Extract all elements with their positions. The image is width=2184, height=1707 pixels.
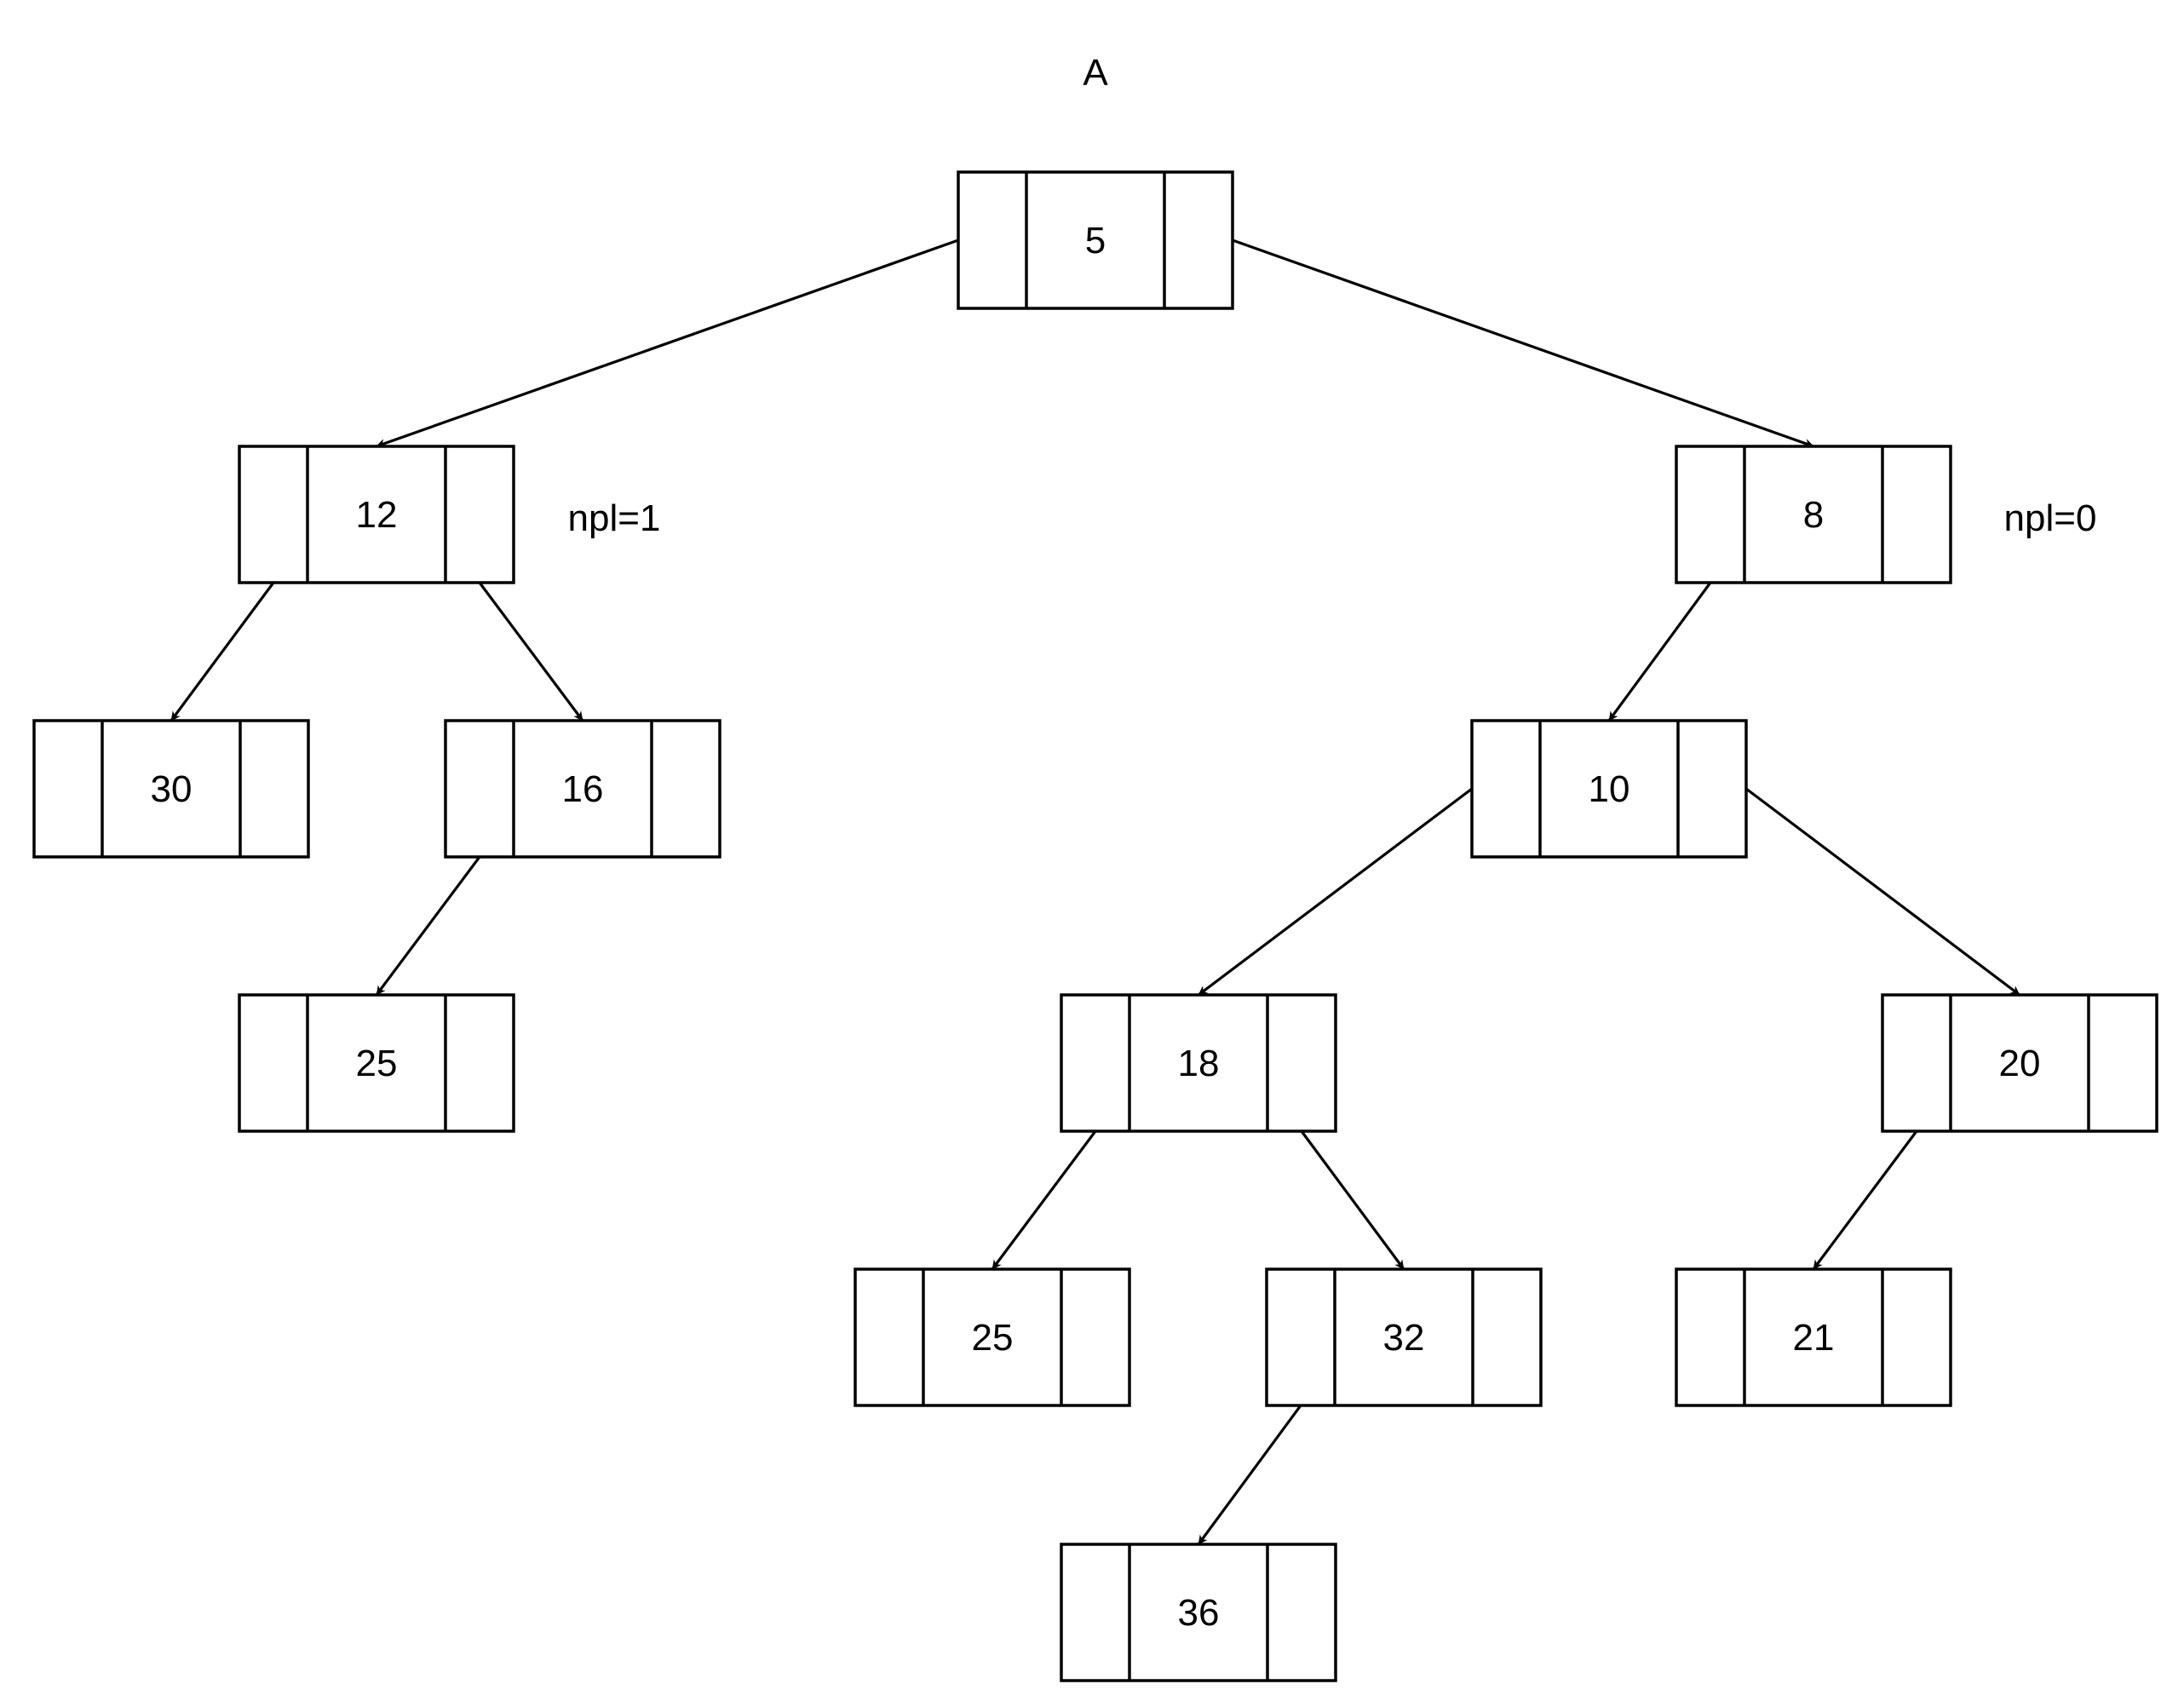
node-box	[853, 1267, 1131, 1407]
node-value: 25	[972, 1317, 1014, 1359]
node-box	[1675, 1267, 1952, 1407]
node-box	[238, 445, 515, 584]
node-box	[32, 719, 310, 859]
edge-arrow-10-to-18	[1198, 787, 1473, 997]
node-box	[957, 170, 1234, 310]
edge-arrow-10-to-20	[1745, 787, 2020, 997]
node-box	[238, 993, 515, 1133]
node-value: 5	[1085, 220, 1106, 262]
node-value: 32	[1383, 1317, 1425, 1359]
node-value: 21	[1793, 1317, 1835, 1359]
heap-node-10: 10	[1470, 719, 1748, 859]
heap-node-12: 12	[238, 445, 515, 584]
nodes-layer: 5 12 8 30 16 10 25 18 20 25 32 21 36	[32, 170, 2158, 1682]
node-value: 10	[1589, 768, 1630, 810]
node-box	[1470, 719, 1748, 859]
node-value: 36	[1178, 1592, 1220, 1634]
heap-node-25: 25	[238, 993, 515, 1133]
node-value: 25	[356, 1043, 398, 1084]
node-box	[1060, 993, 1337, 1133]
heap-node-21: 21	[1675, 1267, 1952, 1407]
edge-arrow-5-to-12	[376, 239, 959, 448]
node-box	[1265, 1267, 1543, 1407]
edge-arrow-12-to-30	[170, 582, 275, 721]
node-value: 20	[1999, 1043, 2041, 1084]
heap-node-30: 30	[32, 719, 310, 859]
node-value: 12	[356, 494, 398, 536]
heap-node-25: 25	[853, 1267, 1131, 1407]
node-box	[1060, 1543, 1337, 1682]
heap-node-18: 18	[1060, 993, 1337, 1133]
npl-annotation-right: npl=0	[2004, 497, 2097, 539]
heap-node-5: 5	[957, 170, 1234, 310]
edge-arrow-18-to-32	[1300, 1130, 1405, 1270]
edge-arrow-16-to-25	[375, 856, 481, 996]
heap-node-36: 36	[1060, 1543, 1337, 1682]
node-value: 8	[1803, 494, 1824, 536]
npl-annotation-left: npl=1	[568, 497, 661, 539]
edge-arrow-12-to-16	[478, 582, 584, 721]
node-box	[1675, 445, 1952, 584]
node-box	[444, 719, 721, 859]
edge-arrow-20-to-21	[1812, 1130, 1918, 1270]
edge-arrow-8-to-10	[1607, 582, 1712, 721]
node-value: 16	[562, 768, 604, 810]
heap-node-32: 32	[1265, 1267, 1543, 1407]
edge-arrow-18-to-25	[991, 1130, 1097, 1270]
heap-node-20: 20	[1881, 993, 2158, 1133]
node-value: 18	[1178, 1043, 1220, 1084]
edge-arrow-5-to-8	[1232, 239, 1814, 448]
edges-layer	[170, 239, 2020, 1545]
heap-node-8: 8	[1675, 445, 1952, 584]
heap-node-16: 16	[444, 719, 721, 859]
edge-arrow-32-to-36	[1197, 1405, 1302, 1545]
node-value: 30	[151, 768, 193, 810]
diagram-title: A	[1083, 52, 1108, 94]
node-box	[1881, 993, 2158, 1133]
